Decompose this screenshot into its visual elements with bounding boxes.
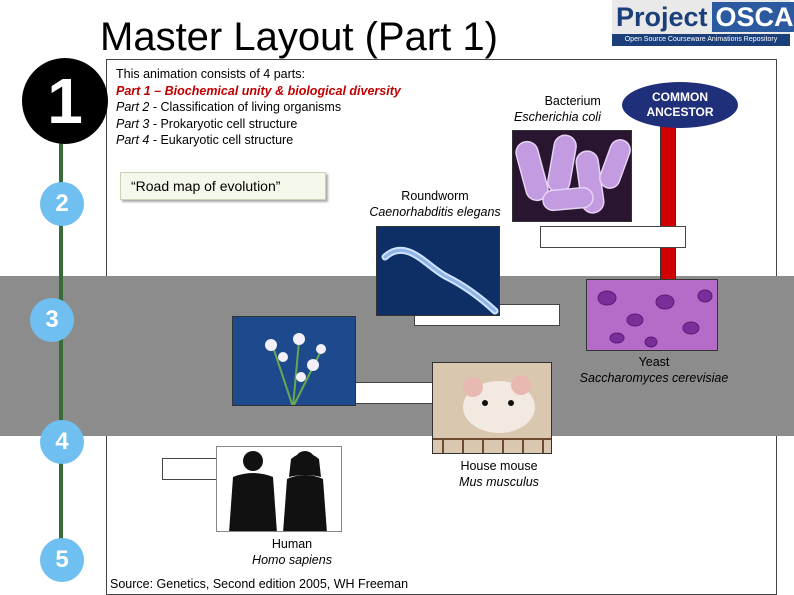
logo-secondary: OSCAR — [711, 2, 794, 32]
bacterium-common-name: Bacterium — [544, 94, 601, 108]
roundworm-common-name: Roundworm — [401, 189, 469, 203]
roundworm-image — [376, 226, 500, 316]
human-label: Human Homo sapiens — [244, 536, 340, 568]
ancestor-line-2: ANCESTOR — [646, 105, 714, 119]
step-4-button[interactable]: 4 — [40, 420, 84, 464]
yeast-label: Yeast Saccharomyces cerevisiae — [570, 354, 738, 386]
step-3-button[interactable]: 3 — [30, 298, 74, 342]
step-5-button[interactable]: 5 — [40, 538, 84, 582]
part-4-label: Part 4 — [116, 133, 150, 147]
yeast-scientific-name: Saccharomyces cerevisiae — [579, 371, 729, 385]
part-2-label: Part 2 — [116, 100, 150, 114]
step-1-button[interactable]: 1 — [22, 58, 108, 144]
part-1-label: Part 1 — [116, 83, 151, 98]
human-silhouette-image — [216, 446, 342, 532]
parts-description: This animation consists of 4 parts: Part… — [116, 66, 476, 149]
human-common-name: Human — [271, 537, 313, 551]
project-oscar-logo[interactable]: ProjectOSCAR Open Source Courseware Anim… — [612, 0, 794, 46]
common-ancestor-node[interactable]: COMMON ANCESTOR — [622, 82, 738, 128]
step-2-button[interactable]: 2 — [40, 182, 84, 226]
yeast-image — [586, 279, 718, 351]
ancestor-line-1: COMMON — [652, 90, 708, 104]
drop-box-3[interactable] — [352, 382, 436, 404]
mouse-label: House mouse Mus musculus — [446, 458, 552, 490]
drop-box-4[interactable] — [162, 458, 224, 480]
road-map-button[interactable]: “Road map of evolution” — [120, 172, 326, 200]
mouse-image — [432, 362, 552, 454]
part-4-line: Part 4 - Eukaryotic cell structure — [116, 132, 476, 149]
roundworm-image-art — [377, 227, 499, 315]
parts-intro: This animation consists of 4 parts: — [116, 67, 305, 81]
mouse-common-name: House mouse — [460, 459, 538, 473]
ancestor-branch-bar — [660, 112, 676, 287]
human-scientific-name: Homo sapiens — [252, 553, 332, 567]
bacterium-image-art — [513, 131, 631, 221]
bacterium-scientific-name: Escherichia coli — [514, 110, 601, 124]
logo-primary: Project — [616, 2, 708, 32]
yeast-common-name: Yeast — [638, 355, 670, 369]
drop-box-1[interactable] — [540, 226, 686, 248]
part-1-text: – Biochemical unity & biological diversi… — [150, 83, 401, 98]
part-2-line: Part 2 - Classification of living organi… — [116, 99, 476, 116]
flower-image-art — [233, 317, 355, 405]
arabidopsis-flower-image — [232, 316, 356, 406]
mouse-scientific-name: Mus musculus — [459, 475, 539, 489]
yeast-image-art — [587, 280, 717, 350]
part-3-line: Part 3 - Prokaryotic cell structure — [116, 116, 476, 133]
mouse-image-art — [433, 363, 551, 453]
part-2-text: - Classification of living organisms — [149, 100, 342, 114]
logo-tagline: Open Source Courseware Animations Reposi… — [612, 34, 790, 46]
part-1-line: Part 1 – Biochemical unity & biological … — [116, 83, 476, 100]
part-4-text: - Eukaryotic cell structure — [149, 133, 294, 147]
roundworm-scientific-name: Caenorhabditis elegans — [369, 205, 501, 219]
part-3-label: Part 3 — [116, 116, 150, 131]
source-citation: Source: Genetics, Second edition 2005, W… — [110, 577, 409, 591]
part-3-text: - Prokaryotic cell structure — [149, 116, 298, 131]
human-image-art — [217, 447, 341, 531]
page-title: Master Layout (Part 1) — [100, 15, 498, 59]
logo-wordmark: ProjectOSCAR — [612, 0, 794, 34]
roundworm-label: Roundworm Caenorhabditis elegans — [362, 188, 508, 220]
bacterium-label: Bacterium Escherichia coli — [514, 93, 601, 125]
bacterium-image — [512, 130, 632, 222]
